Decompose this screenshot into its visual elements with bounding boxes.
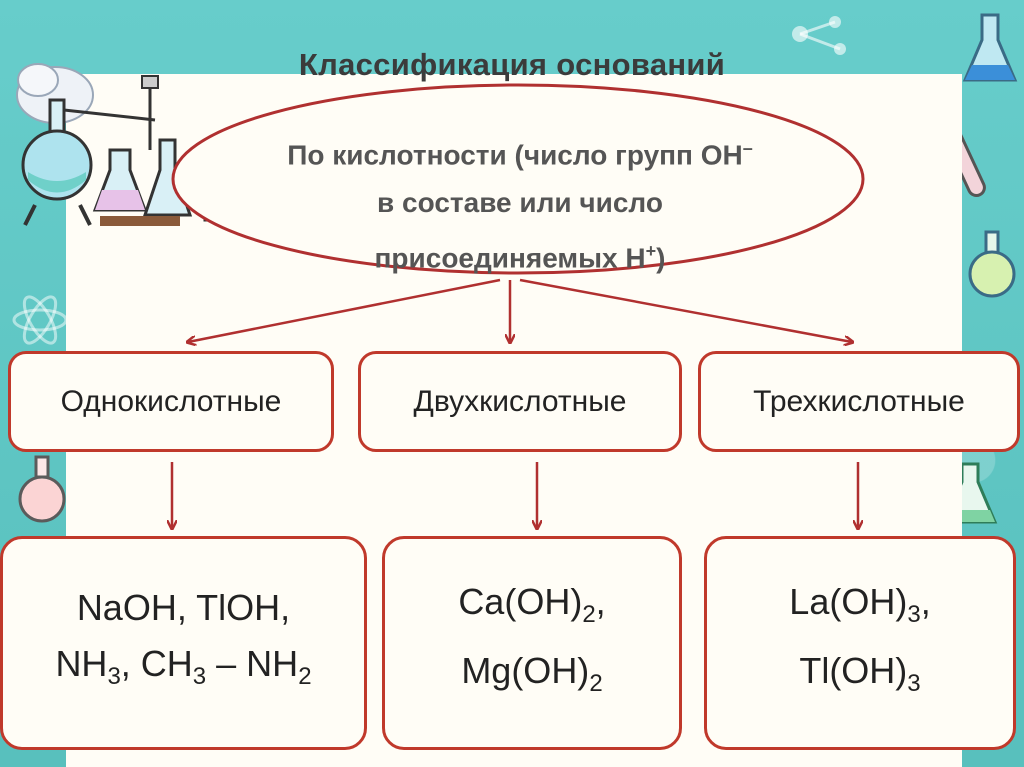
examples-mono: NaOH, TlOH, NH3, CH3 – NH2 [0, 536, 367, 750]
category-di: Двухкислотные [358, 351, 682, 452]
criterion-line-3: присоединяемых H+) [374, 241, 666, 274]
criterion-line-1: По кислотности (число групп OH– [287, 138, 753, 171]
category-mono: Однокислотные [8, 351, 334, 452]
round-flask-decor-icon [968, 230, 1016, 298]
examples-tri: La(OH)3, Tl(OH)3 [704, 536, 1016, 750]
criterion-line-2: в составе или число [377, 187, 663, 219]
atom-decor-icon [12, 295, 68, 345]
examples-tri-line-2: Tl(OH)3 [799, 650, 921, 698]
molecule-decor-icon [792, 16, 846, 55]
criterion-text: По кислотности (число групп OH– в состав… [230, 124, 810, 283]
round-flask-left-decor-icon [18, 455, 66, 523]
criterion-ellipse [171, 83, 865, 275]
examples-di: Ca(OH)2, Mg(OH)2 [382, 536, 682, 750]
examples-mono-line-1: NaOH, TlOH, [76, 587, 291, 629]
examples-mono-line-2: NH3, CH3 – NH2 [55, 643, 312, 691]
examples-di-line-2: Mg(OH)2 [461, 650, 603, 698]
examples-tri-line-1: La(OH)3, [789, 580, 931, 628]
page-title: Классификация оснований [298, 46, 726, 82]
flask-decor-icon [962, 13, 1018, 82]
category-tri: Трехкислотные [698, 351, 1020, 452]
examples-di-line-1: Ca(OH)2, [458, 580, 606, 628]
